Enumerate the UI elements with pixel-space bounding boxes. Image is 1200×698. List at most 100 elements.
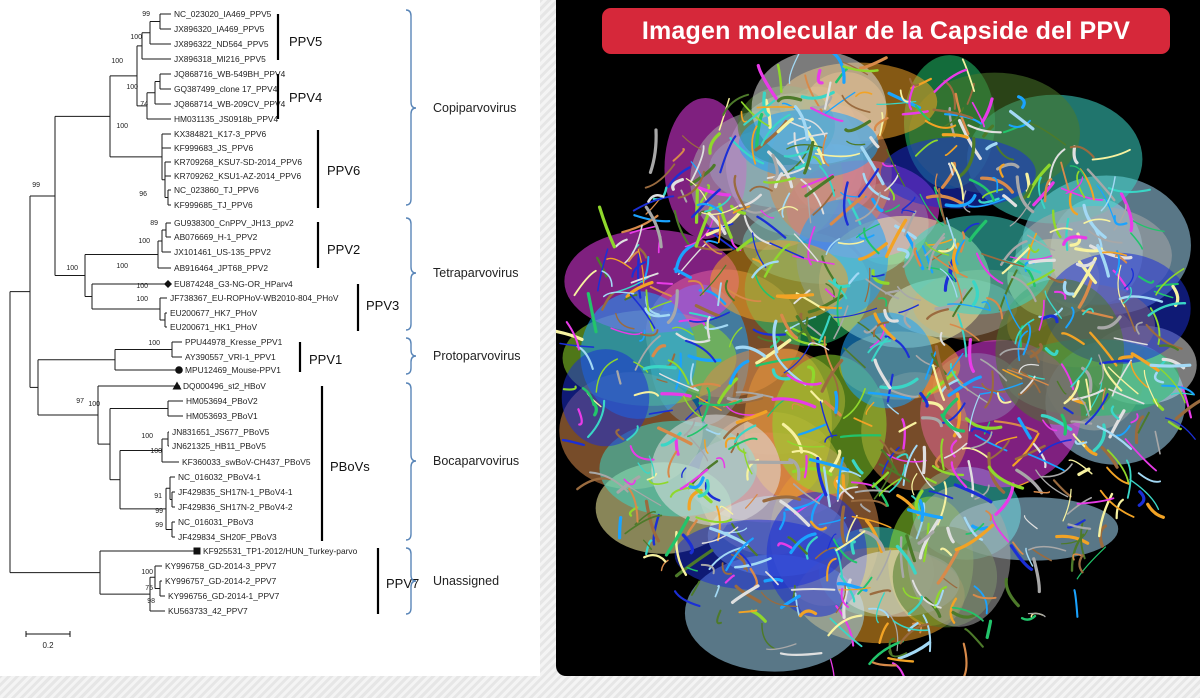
ribbon-strand [873,358,892,390]
ribbon-strand [850,540,856,555]
ribbon-strand [818,315,831,344]
ribbon-strand [911,579,942,609]
ribbon-strand [581,387,595,406]
ribbon-strand [1014,444,1046,461]
ribbon-strand [779,499,811,527]
ribbon-strand [864,518,884,554]
ribbon-strand [844,119,872,133]
ribbon-strand [1107,366,1139,395]
ribbon-strand [1029,343,1043,359]
ribbon-strand [751,260,779,279]
ribbon-strand [867,340,892,354]
ribbon-strand [714,584,720,598]
ribbon-strand [1015,175,1035,214]
ribbon-strand [922,614,932,653]
ribbon-strand [698,288,727,306]
taxon-label: JX896320_IA469_PPV5 [174,24,265,34]
ribbon-strand [936,481,948,526]
ribbon-strand [873,466,894,500]
ribbon-strand [965,417,1003,430]
ribbon-strand [946,526,955,544]
ribbon-strand [928,490,954,500]
bootstrap-value: 99 [32,182,40,189]
ribbon-strand [898,421,917,433]
ribbon-strand [823,81,832,110]
ribbon-strand [804,175,835,198]
ribbon-strand [1015,468,1044,495]
ribbon-strand [814,546,838,560]
ribbon-strand [811,95,833,109]
ribbon-strand [869,136,880,149]
genus-brace [405,547,417,615]
ribbon-strand [820,358,844,393]
ribbon-strand [1149,307,1161,346]
taxon-label: KX384821_K17-3_PPV6 [174,129,267,139]
ribbon-strand [733,557,772,569]
taxon-label: KF999683_JS_PPV6 [174,143,253,153]
ribbon-strand [743,215,773,246]
ribbon-strand [760,209,775,219]
ribbon-strand [597,205,616,249]
taxon-label: JF429836_SH17N-2_PBoV4-2 [178,502,293,512]
bootstrap-value: 100 [130,34,142,41]
ribbon-strand [814,152,861,158]
ribbon-strand [793,105,809,141]
ribbon-strand [766,643,797,651]
ribbon-strand [690,188,721,219]
ribbon-strand [694,205,713,248]
ribbon-strand [964,628,984,648]
ribbon-strand [1063,406,1074,415]
ribbon-strand [895,544,917,575]
ribbon-strand [586,292,598,334]
ribbon-strand [887,403,899,415]
ribbon-strand [836,456,845,500]
ribbon-strand [805,536,818,560]
ribbon-strand [1069,165,1086,180]
ribbon-strand [948,261,964,303]
ribbon-strand [699,264,727,297]
taxon-label: KR709268_KSU7-SD-2014_PPV6 [174,157,302,167]
ribbon-strand [994,436,1018,446]
ribbon-strand [648,479,669,485]
ribbon-strand [816,68,824,85]
ribbon-strand [728,359,750,385]
ribbon-strand [819,401,833,438]
ribbon-strand [921,416,943,428]
ribbon-strand [996,392,1012,404]
ribbon-strand [845,514,858,542]
ribbon-strand [752,257,763,266]
ribbon-strand [1002,368,1023,380]
ribbon-strand [981,188,1004,199]
ribbon-strand [958,136,976,178]
ribbon-strand [926,401,944,411]
ribbon-strand [864,267,871,303]
ribbon-strand [1073,589,1079,618]
ribbon-strand [1044,347,1059,357]
ribbon-strand [754,272,775,300]
ribbon-strand [695,516,733,524]
ribbon-strand [1031,547,1052,562]
ribbon-strand [1113,337,1148,346]
ribbon-strand [1002,194,1018,208]
ribbon-strand [901,418,906,450]
ribbon-strand [1028,244,1040,254]
ribbon-strand [595,256,608,278]
ribbon-strand [798,609,818,618]
taxon-label: PPU44978_Kresse_PPV1 [185,337,283,347]
ribbon-strand [1111,359,1132,397]
ribbon-strand [1130,361,1149,388]
ribbon-strand [1027,453,1065,472]
ribbon-strand [705,222,734,230]
ribbon-strand [1101,387,1106,410]
taxon-label: KY996758_GD-2014-3_PPV7 [165,561,277,571]
ribbon-strand [1147,301,1187,317]
bootstrap-value: 96 [139,191,147,198]
ribbon-strand [839,434,882,439]
ribbon-strand [779,594,801,610]
ribbon-strand [1028,258,1056,265]
ribbon-strand [940,402,966,425]
capsid-title-banner: Imagen molecular de la Capside del PPV [602,8,1170,54]
ribbon-strand [601,270,613,288]
ribbon-strand [922,445,927,475]
ribbon-strand [858,242,889,261]
